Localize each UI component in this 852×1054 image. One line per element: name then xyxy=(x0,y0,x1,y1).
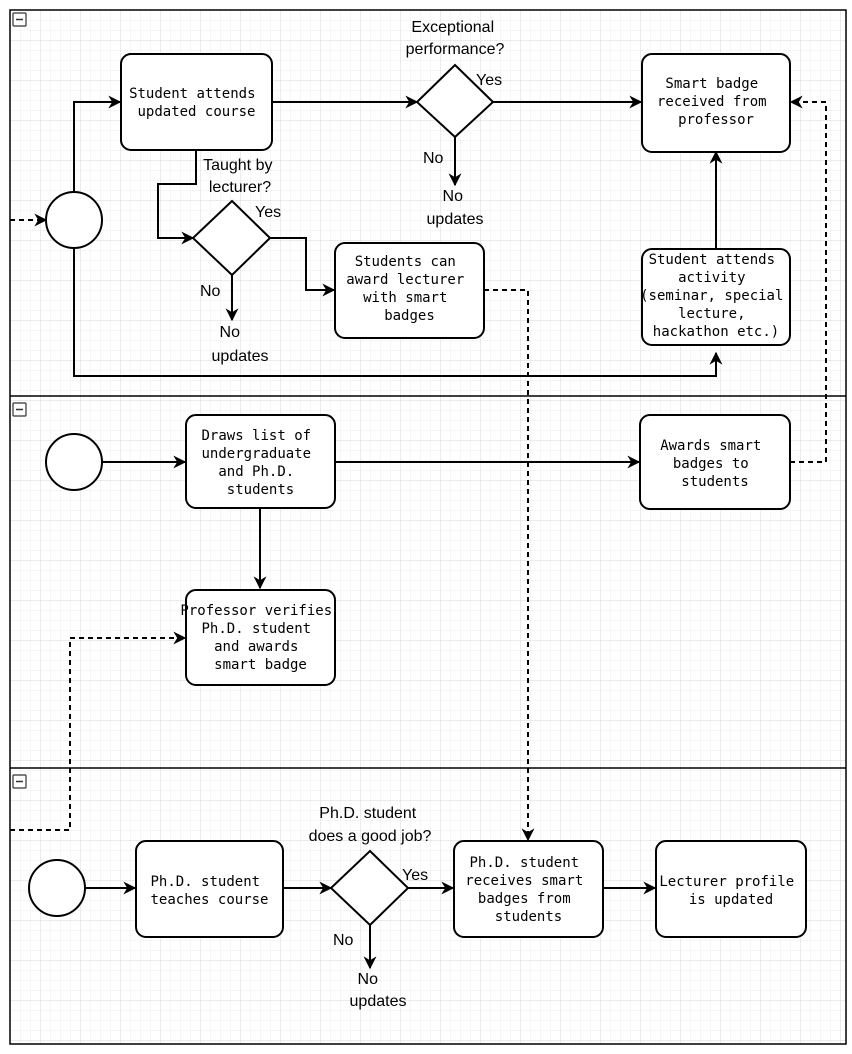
decision-good-job[interactable] xyxy=(329,849,410,927)
label-yes-taught: Yes xyxy=(255,204,281,221)
task-label: Lecturer profile is updated xyxy=(659,874,802,908)
task-attends-activity[interactable]: Student attends activity (seminar, speci… xyxy=(640,248,792,346)
label-no-taught: No xyxy=(200,283,221,300)
task-draws-list[interactable]: Draws list of undergraduate and Ph.D. st… xyxy=(185,414,336,509)
edge-start-to-attends-course xyxy=(73,95,122,192)
question-taught-by-lecturer: Taught by lecturer? xyxy=(203,157,277,196)
task-label: Professor verifies Ph.D. student and awa… xyxy=(180,603,340,673)
edge-course-to-decision-taught xyxy=(157,150,197,245)
lane-collapse-button-3[interactable] xyxy=(12,774,27,789)
edge-awards-to-badge xyxy=(789,95,827,463)
label-no-updates-2: No updates xyxy=(212,324,269,365)
task-label: Draws list of undergraduate and Ph.D. st… xyxy=(201,428,319,498)
task-label: Student attends activity (seminar, speci… xyxy=(640,252,792,340)
task-professor-verifies[interactable]: Professor verifies Ph.D. student and awa… xyxy=(180,589,340,686)
edge-dashed-to-verifies xyxy=(10,631,187,831)
edges xyxy=(10,95,827,970)
start-event-lane-2[interactable] xyxy=(45,433,103,491)
task-label: Student attends updated course xyxy=(129,86,264,120)
edge-taught-yes xyxy=(270,237,336,297)
lane-collapse-button-1[interactable] xyxy=(12,12,27,27)
task-awards-smart-badges[interactable]: Awards smart badges to students xyxy=(639,414,791,510)
task-phd-teaches[interactable]: Ph.D. student teaches course xyxy=(135,840,284,938)
edge-labels: Exceptional performance? Yes No No updat… xyxy=(200,19,504,1010)
lane-collapse-button-2[interactable] xyxy=(12,402,27,417)
start-event-lane-3[interactable] xyxy=(28,859,86,917)
label-yes-exceptional: Yes xyxy=(476,72,502,89)
task-label: Ph.D. student receives smart badges from… xyxy=(465,855,591,925)
pool-border xyxy=(9,9,847,1045)
start-event-lane-1[interactable] xyxy=(45,191,103,249)
decision-exceptional[interactable] xyxy=(415,63,495,139)
question-exceptional: Exceptional performance? xyxy=(406,19,505,58)
decision-taught-by-lecturer[interactable] xyxy=(191,199,272,277)
question-good-job: Ph.D. student does a good job? xyxy=(309,805,432,845)
label-no-updates-3: No updates xyxy=(350,971,407,1010)
task-label: Awards smart badges to students xyxy=(660,438,770,490)
label-yes-good-job: Yes xyxy=(402,867,428,884)
task-attends-course[interactable]: Student attends updated course xyxy=(120,53,273,151)
label-no-updates-1: No updates xyxy=(427,188,484,228)
edge-start-to-activity xyxy=(73,248,723,377)
label-no-good-job: No xyxy=(333,932,354,949)
task-lecturer-award[interactable]: Students can award lecturer with smart b… xyxy=(334,242,485,339)
label-no-exceptional: No xyxy=(423,150,444,167)
task-phd-receives[interactable]: Ph.D. student receives smart badges from… xyxy=(453,840,604,938)
task-label: Smart badge received from professor xyxy=(657,76,775,128)
task-badge-from-professor[interactable]: Smart badge received from professor xyxy=(641,53,791,153)
swimlane-borders xyxy=(9,9,847,1045)
task-label: Students can award lecturer with smart b… xyxy=(346,254,472,324)
task-label: Ph.D. student teaches course xyxy=(150,874,268,908)
task-profile-updated[interactable]: Lecturer profile is updated xyxy=(655,840,807,938)
